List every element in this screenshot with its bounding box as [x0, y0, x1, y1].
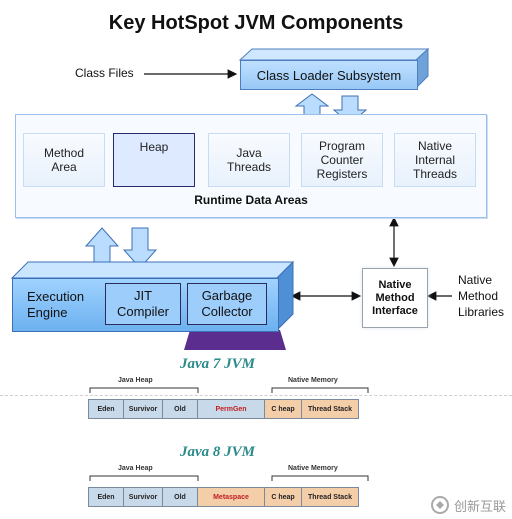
java8-heap-bracket [89, 475, 199, 481]
java7-permgen: PermGen [198, 400, 265, 418]
java7-memory-row: Eden Survivor Old PermGen C heap Thread … [88, 399, 359, 419]
runtime-caption: Runtime Data Areas [194, 193, 308, 207]
java8-c-heap: C heap [265, 488, 302, 506]
java7-native-label: Native Memory [288, 377, 338, 384]
native-threads-label: Native Internal Threads [412, 139, 458, 181]
jit-compiler-box: JIT Compiler [105, 283, 181, 325]
heap-cell: Heap [113, 133, 195, 187]
method-area-label: Method Area [43, 146, 85, 174]
java8-native-label: Native Memory [288, 465, 338, 472]
java8-survivor: Survivor [124, 488, 163, 506]
java-threads-label: Java Threads [226, 146, 272, 174]
java7-c-heap: C heap [265, 400, 302, 418]
execution-engine: Execution Engine JIT Compiler Garbage Co… [12, 278, 279, 332]
method-area-cell: Method Area [23, 133, 105, 187]
java7-native-bracket [271, 387, 369, 393]
java7-thread-stack: Thread Stack [302, 400, 358, 418]
java8-heap-label: Java Heap [118, 465, 153, 472]
jit-compiler-label: JIT Compiler [116, 288, 169, 319]
class-loader-subsystem: Class Loader Subsystem [240, 60, 418, 90]
garbage-collector-box: Garbage Collector [187, 283, 267, 325]
java8-title: Java 8 JVM [180, 444, 255, 460]
garbage-collector-label: Garbage Collector [201, 288, 253, 319]
diagram-title: Key HotSpot JVM Components [108, 12, 404, 34]
pc-registers-label: Program Counter Registers [316, 139, 368, 181]
watermark-logo-icon [430, 496, 449, 514]
java8-metaspace: Metaspace [198, 488, 265, 506]
java7-title: Java 7 JVM [180, 356, 255, 372]
runtime-data-areas-panel: Method Area Heap Java Threads Program Co… [15, 114, 487, 218]
engine-base [184, 330, 286, 350]
java-threads-cell: Java Threads [208, 133, 290, 187]
heap-label: Heap [139, 140, 169, 154]
java8-eden: Eden [89, 488, 124, 506]
section-divider [0, 395, 512, 396]
down-block-arrow-bottom [122, 227, 158, 269]
watermark: 创新互联 [430, 495, 506, 515]
java7-heap-bracket [89, 387, 199, 393]
java8-memory-row: Eden Survivor Old Metaspace C heap Threa… [88, 487, 359, 507]
class-files-label: Class Files [75, 66, 134, 80]
java8-thread-stack: Thread Stack [302, 488, 358, 506]
watermark-text: 创新互联 [453, 498, 506, 514]
native-method-interface: Native Method Interface [362, 268, 428, 328]
execution-engine-label: Execution Engine [27, 289, 85, 320]
native-libraries-label: Native Method Libraries [458, 273, 505, 319]
java7-survivor: Survivor [124, 400, 163, 418]
class-loader-top-face [238, 48, 430, 61]
java8-old: Old [163, 488, 198, 506]
java7-eden: Eden [89, 400, 124, 418]
java8-native-bracket [271, 475, 369, 481]
class-loader-label: Class Loader Subsystem [256, 67, 402, 83]
native-interface-label: Native Method Interface [372, 278, 418, 317]
native-threads-cell: Native Internal Threads [394, 133, 476, 187]
java7-heap-label: Java Heap [118, 377, 153, 384]
engine-top-face [10, 261, 295, 279]
pc-registers-cell: Program Counter Registers [301, 133, 383, 187]
java7-old: Old [163, 400, 198, 418]
